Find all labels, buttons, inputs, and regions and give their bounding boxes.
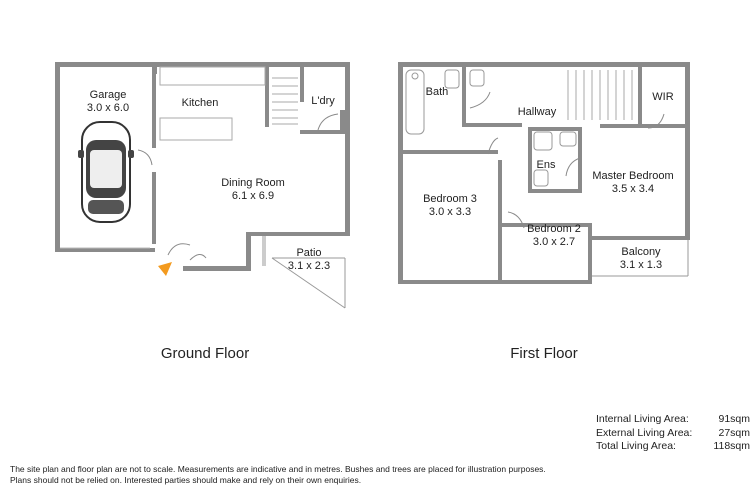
room-size-bedroom-2: 3.0 x 2.7 bbox=[533, 236, 575, 248]
area-row-internal: Internal Living Area: 91sqm bbox=[596, 413, 750, 427]
patio-area bbox=[262, 236, 346, 309]
ground-floor-title: Ground Floor bbox=[161, 345, 249, 362]
room-label-master-bedroom: Master Bedroom bbox=[592, 170, 673, 182]
first-stairs bbox=[567, 70, 633, 120]
area-label: Total Living Area: bbox=[596, 440, 676, 452]
room-label-bedroom-3: Bedroom 3 bbox=[423, 193, 477, 205]
room-label-dining-room: Dining Room bbox=[221, 177, 285, 189]
room-label-bedroom-2: Bedroom 2 bbox=[527, 223, 581, 235]
living-area-summary: Internal Living Area: 91sqm External Liv… bbox=[596, 413, 750, 454]
area-value: 118sqm bbox=[713, 440, 750, 452]
room-size-dining-room: 6.1 x 6.9 bbox=[232, 190, 274, 202]
ground-doors bbox=[137, 113, 339, 261]
room-size-master-bedroom: 3.5 x 3.4 bbox=[612, 183, 654, 195]
area-value: 27sqm bbox=[718, 426, 750, 439]
room-size-patio: 3.1 x 2.3 bbox=[288, 260, 330, 272]
area-label: Internal Living Area: bbox=[596, 413, 689, 425]
room-label-patio: Patio bbox=[296, 247, 321, 259]
balcony-rail bbox=[592, 240, 689, 277]
bath-fixtures bbox=[444, 69, 577, 187]
room-label-ens: Ens bbox=[537, 159, 556, 171]
room-label-laundry: L'dry bbox=[311, 95, 335, 107]
area-label: External Living Area: bbox=[596, 426, 693, 439]
first-floor-doors bbox=[469, 91, 665, 229]
room-label-garage: Garage bbox=[90, 89, 127, 101]
area-value: 91sqm bbox=[718, 413, 750, 425]
room-label-kitchen: Kitchen bbox=[182, 97, 219, 109]
disclaimer: The site plan and floor plan are not to … bbox=[10, 464, 745, 486]
area-row-external: External Living Area: 27sqm bbox=[596, 427, 750, 441]
room-label-wir: WIR bbox=[652, 91, 673, 103]
room-size-bedroom-3: 3.0 x 3.3 bbox=[429, 206, 471, 218]
room-size-garage: 3.0 x 6.0 bbox=[87, 102, 129, 114]
room-label-bath: Bath bbox=[426, 86, 449, 98]
ground-stairs bbox=[272, 77, 298, 125]
ground-floor-plan: Garage 3.0 x 6.0 Kitchen L'dry Dining Ro… bbox=[55, 62, 350, 362]
area-row-total: Total Living Area: 118sqm bbox=[596, 440, 750, 454]
entry-arrow-icon bbox=[158, 262, 172, 276]
kitchen-benches bbox=[159, 66, 266, 141]
car-icon bbox=[78, 121, 134, 223]
first-floor-plan: Bath Hallway WIR Ens Master Bedroom 3.5 … bbox=[398, 62, 690, 362]
ground-floor-walls bbox=[55, 62, 350, 271]
room-size-balcony: 3.1 x 1.3 bbox=[620, 259, 662, 271]
room-label-balcony: Balcony bbox=[621, 246, 661, 258]
first-floor-title: First Floor bbox=[510, 345, 578, 362]
disclaimer-line: Plans should not be relied on. Intereste… bbox=[10, 475, 362, 485]
bathtub bbox=[405, 69, 425, 135]
room-label-hallway: Hallway bbox=[518, 106, 557, 118]
disclaimer-line: The site plan and floor plan are not to … bbox=[10, 464, 546, 474]
